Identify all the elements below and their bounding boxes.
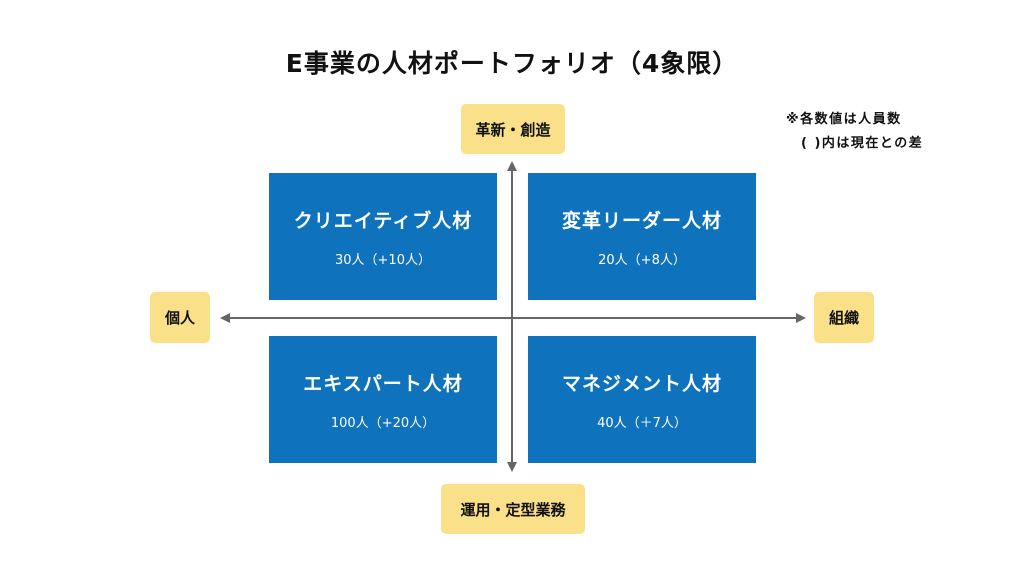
quadrant-title: エキスパート人材 bbox=[303, 372, 463, 395]
quadrant-value: 100人（+20人） bbox=[330, 415, 436, 431]
quadrant-title: マネジメント人材 bbox=[561, 372, 722, 395]
quadrant-change-leader: 変革リーダー人材 20人（+8人） bbox=[528, 173, 756, 300]
quadrant-value: 20人（+8人） bbox=[598, 252, 686, 268]
axis-label-left: 個人 bbox=[150, 292, 210, 343]
legend-note: ※各数値は人員数 ( )内は現在との差 bbox=[786, 108, 923, 156]
axis-label-top: 革新・創造 bbox=[461, 104, 565, 154]
quadrant-title: 変革リーダー人材 bbox=[561, 209, 722, 232]
axis-label-right: 組織 bbox=[814, 292, 874, 343]
note-line-1: ※各数値は人員数 bbox=[786, 112, 902, 127]
page-title: E事業の人材ポートフォリオ（4象限） bbox=[285, 49, 739, 78]
quadrant-value: 30人（+10人） bbox=[335, 252, 431, 268]
quadrant-value: 40人（＋7人） bbox=[597, 415, 687, 431]
quadrant-expert: エキスパート人材 100人（+20人） bbox=[269, 336, 497, 463]
note-line-2: ( )内は現在との差 bbox=[801, 136, 924, 151]
quadrant-management: マネジメント人材 40人（＋7人） bbox=[528, 336, 756, 463]
quadrant-title: クリエイティブ人材 bbox=[293, 209, 473, 232]
quadrant-creative: クリエイティブ人材 30人（+10人） bbox=[269, 173, 497, 300]
axis-label-bottom: 運用・定型業務 bbox=[441, 484, 585, 534]
